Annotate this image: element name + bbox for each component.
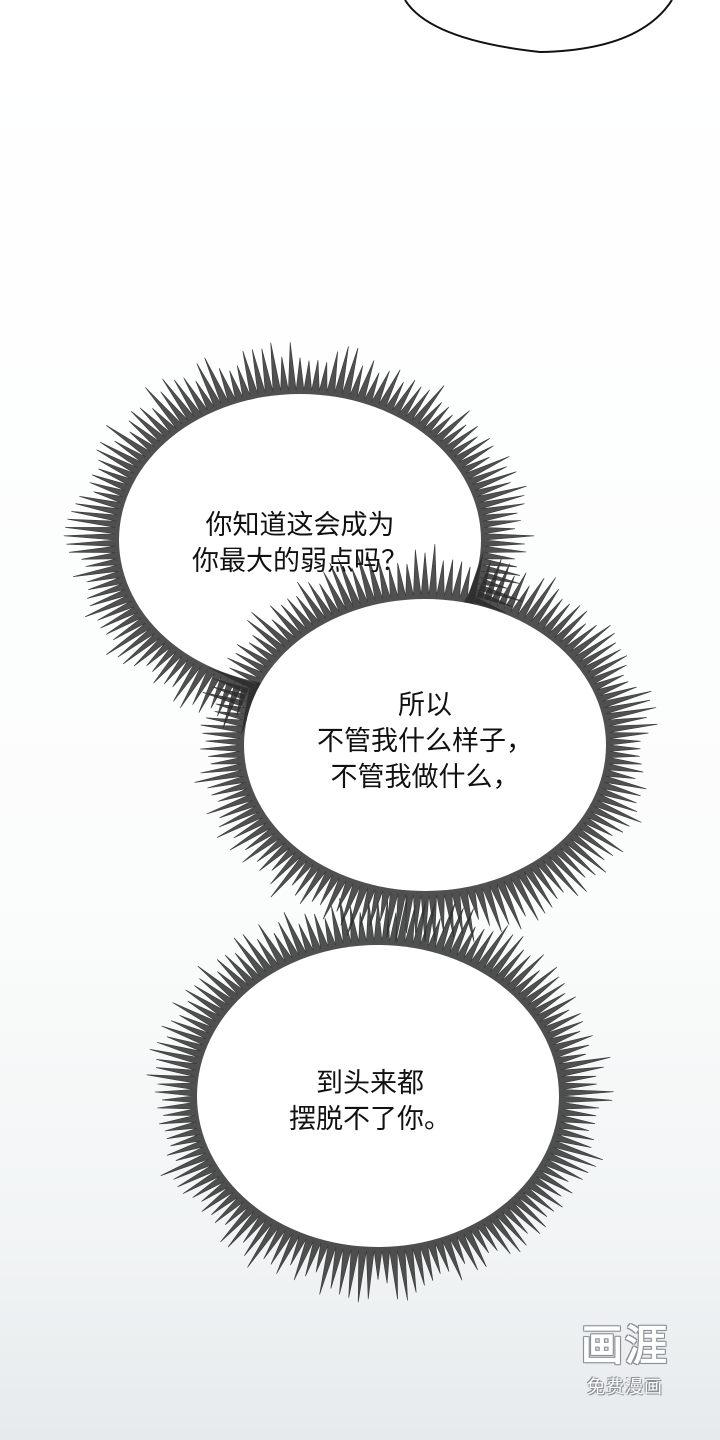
watermark-subtitle: 免费漫画 xyxy=(587,1377,663,1398)
watermark: 画涯 免费漫画 xyxy=(560,1318,690,1400)
bubble-2-text: 所以 不管我什么样子， 不管我做什么， xyxy=(305,688,545,796)
bubble-3-line-1: 到头来都 xyxy=(316,1068,424,1099)
bubble-3-text: 到头来都 摆脱不了你。 xyxy=(260,1066,480,1138)
bubble-3-line-2: 摆脱不了你。 xyxy=(289,1104,451,1135)
bubble-2-line-2: 不管我什么样子， xyxy=(317,726,533,757)
watermark-logo: 画涯 xyxy=(580,1321,669,1370)
burst-bubble-3-fill xyxy=(197,945,559,1247)
bubble-1-text: 你知道这会成为 你最大的弱点吗？ xyxy=(170,508,430,580)
bubble-2-line-1: 所以 xyxy=(398,690,452,721)
spiky-burst-group xyxy=(63,342,658,1303)
top-speech-bubble-edge xyxy=(404,0,673,54)
bubble-1-line-2: 你最大的弱点吗？ xyxy=(192,546,408,577)
burst-bubble-2-fill xyxy=(244,599,606,891)
bubble-1-line-1: 你知道这会成为 xyxy=(205,510,395,541)
bubble-2-line-3: 不管我做什么， xyxy=(330,762,520,793)
